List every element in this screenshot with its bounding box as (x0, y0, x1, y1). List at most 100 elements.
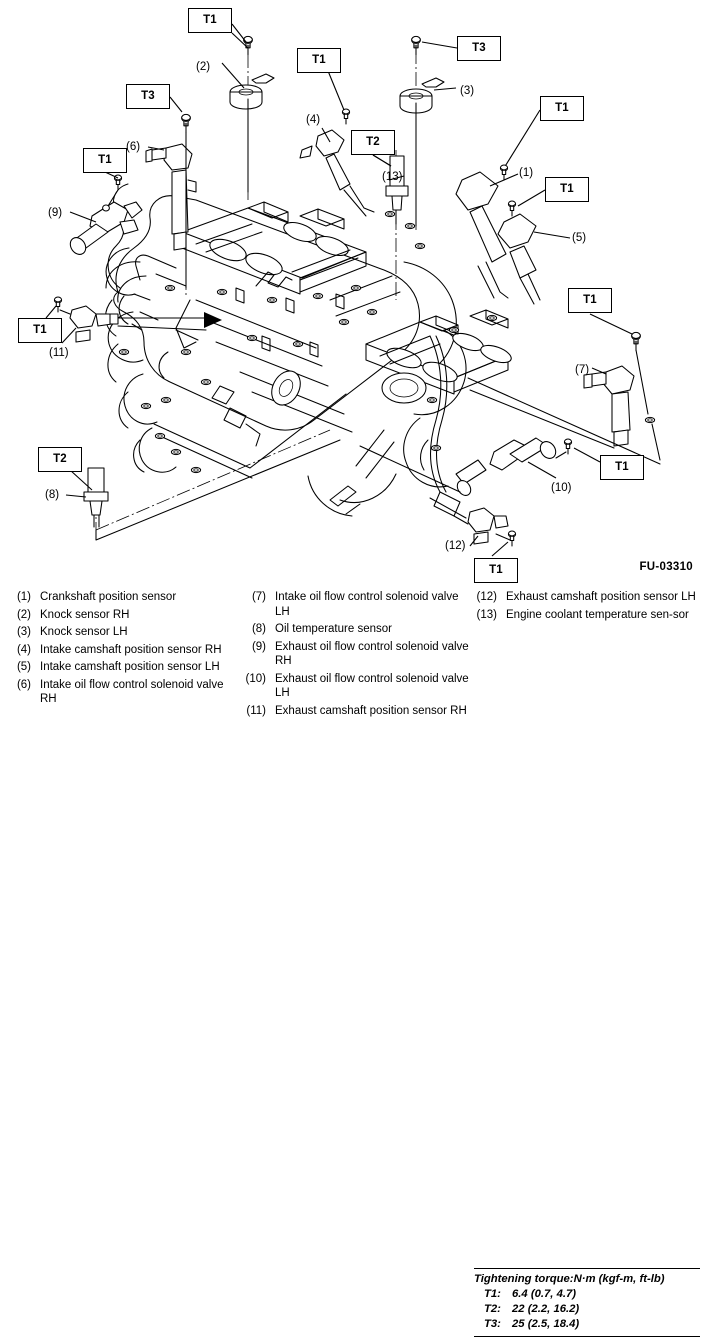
fastener-t2-center-leader (372, 154, 392, 167)
legend-item-1: (1) Crankshaft position sensor (8, 590, 240, 605)
block-mid-detail (135, 210, 498, 479)
legend-item-text: Exhaust camshaft position sensor RH (275, 704, 467, 717)
callout-t3-left[interactable]: T3 (126, 84, 170, 109)
legend-item-text: Intake oil flow control solenoid valve R… (40, 678, 224, 706)
legend-item-text: Exhaust oil flow control solenoid valve … (275, 672, 469, 700)
legend-item-3: (3) Knock sensor LH (8, 625, 240, 640)
torque-value: 22 (2.2, 16.2) (512, 1303, 580, 1315)
legend-column-1: (1) Crankshaft position sensor (2) Knock… (8, 590, 240, 710)
legend-item-text: Crankshaft position sensor (40, 591, 177, 603)
legend-item-text: Exhaust camshaft position sensor LH (506, 591, 696, 603)
ref-8: (8) (45, 489, 60, 501)
legend-item-13: (13) Engine coolant temperature sen-sor (474, 608, 702, 623)
legend-item-number: (1) (16, 591, 31, 603)
legend-item-8: (8) Oil temperature sensor (243, 622, 473, 637)
tightening-torque-table: Tightening torque:N·m (kgf-m, ft-lb) T1:… (474, 1268, 700, 1337)
callout-t1-top-left[interactable]: T1 (188, 8, 232, 33)
torque-table-title: Tightening torque:N·m (kgf-m, ft-lb) (474, 1273, 665, 1285)
ref-7: (7) (575, 364, 590, 376)
sensor-1-crank-position (455, 109, 541, 299)
legend-item-number: (12) (476, 591, 497, 603)
legend-item-text: Knock sensor RH (40, 608, 130, 621)
callout-t1-bottom-right[interactable]: T1 (600, 455, 644, 480)
engine-sensor-diagram: .ln{fill:none;stroke:#000;stroke-width:1… (0, 0, 705, 585)
legend-item-6: (6) Intake oil flow control solenoid val… (8, 678, 240, 707)
callout-t1-bottom-center[interactable]: T1 (474, 558, 518, 583)
torque-value: 6.4 (0.7, 4.7) (512, 1288, 577, 1300)
torque-key: T1: (484, 1288, 501, 1300)
sensor-11-exhaust-cam-rh (45, 296, 222, 344)
sensor-12-exhaust-cam-lh (429, 497, 517, 557)
legend-item-text: Engine coolant temperature sen-sor (506, 608, 689, 621)
ref-5: (5) (572, 232, 587, 244)
legend-item-text: Intake oil flow control solenoid valve L… (275, 591, 459, 618)
sensor-2-knock-rh (221, 32, 275, 200)
legend-item-10: (10) Exhaust oil flow control solenoid v… (243, 672, 473, 701)
torque-value: 25 (2.5, 18.4) (512, 1318, 580, 1330)
legend-item-number: (8) (251, 623, 266, 635)
callout-t1-right-lower[interactable]: T1 (568, 288, 612, 313)
legend-item-text: Knock sensor LH (40, 626, 128, 638)
ref-4: (4) (306, 114, 321, 126)
legend-item-number: (5) (16, 661, 31, 673)
torque-row-t2: T2: 22 (2.2, 16.2) (474, 1302, 700, 1317)
ref-12: (12) (445, 540, 466, 552)
callout-t2-bottom-left[interactable]: T2 (38, 447, 82, 472)
legend-item-text: Intake camshaft position sensor RH (40, 643, 222, 656)
legend-item-number: (3) (16, 626, 31, 638)
legend-item-number: (11) (246, 704, 266, 717)
engine-block-outline (105, 183, 467, 517)
callout-t3-top-right[interactable]: T3 (457, 36, 501, 61)
legend-item-12: (12) Exhaust camshaft position sensor LH (474, 590, 702, 605)
sensor-3-knock-lh (399, 35, 458, 230)
callout-t1-right-mid[interactable]: T1 (545, 177, 589, 202)
legend-item-text: Exhaust oil flow control solenoid valve … (275, 640, 469, 668)
legend-item-number: (7) (251, 591, 266, 603)
legend-column-3: (12) Exhaust camshaft position sensor LH… (474, 590, 702, 625)
sensor-4-intake-cam-rh (299, 65, 375, 217)
legend: (1) Crankshaft position sensor (2) Knock… (0, 590, 705, 1337)
callout-t1-top-center[interactable]: T1 (297, 48, 341, 73)
ref-2: (2) (196, 61, 211, 73)
sensor-10-exhaust-ofcv-lh (359, 437, 601, 496)
figure-id-label: FU-03310 (639, 561, 693, 573)
callout-t1-upper-right[interactable]: T1 (540, 96, 584, 121)
lower-left-manifold (105, 261, 261, 447)
legend-item-number: (6) (16, 678, 31, 691)
sensor-9-exhaust-ofcv-rh (69, 171, 143, 255)
callout-t1-left-mid[interactable]: T1 (18, 318, 62, 343)
torque-row-t3: T3: 25 (2.5, 18.4) (474, 1317, 700, 1332)
legend-item-9: (9) Exhaust oil flow control solenoid va… (243, 640, 473, 669)
legend-item-number: (4) (16, 643, 31, 656)
fastener-t3-left (169, 96, 191, 296)
legend-item-text: Intake camshaft position sensor LH (40, 661, 220, 673)
left-bank-head-detail (181, 201, 367, 295)
lower-right-detail (329, 335, 469, 525)
torque-key: T3: (484, 1318, 501, 1330)
torque-key: T2: (484, 1303, 501, 1315)
torque-row-t1: T1: 6.4 (0.7, 4.7) (474, 1287, 700, 1302)
ref-9: (9) (48, 207, 63, 219)
legend-item-number: (13) (476, 608, 497, 621)
legend-item-5: (5) Intake camshaft position sensor LH (8, 660, 240, 675)
sensor-8-oil-temp (65, 429, 341, 541)
fastener-t1-top-left (231, 23, 247, 43)
sensor-7-intake-ofcv-lh (467, 313, 661, 465)
legend-item-4: (4) Intake camshaft position sensor RH (8, 643, 240, 658)
legend-column-2: (7) Intake oil flow control solenoid val… (243, 590, 473, 721)
ref-3: (3) (460, 85, 475, 97)
ref-1: (1) (519, 167, 534, 179)
ref-10: (10) (551, 482, 572, 494)
legend-item-number: (2) (16, 608, 31, 621)
callout-t2-center[interactable]: T2 (351, 130, 395, 155)
ref-13: (13) (382, 171, 403, 183)
legend-item-7: (7) Intake oil flow control solenoid val… (243, 590, 473, 619)
legend-item-2: (2) Knock sensor RH (8, 608, 240, 623)
legend-item-11: (11) Exhaust camshaft position sensor RH (243, 704, 473, 719)
callout-t1-left-upper[interactable]: T1 (83, 148, 127, 173)
sensor-6-intake-ofcv-rh (145, 143, 197, 251)
legend-item-number: (10) (245, 672, 266, 685)
diagram-linework: .ln{fill:none;stroke:#000;stroke-width:1… (45, 23, 661, 557)
legend-item-number: (9) (251, 640, 266, 653)
legend-item-text: Oil temperature sensor (275, 623, 392, 635)
